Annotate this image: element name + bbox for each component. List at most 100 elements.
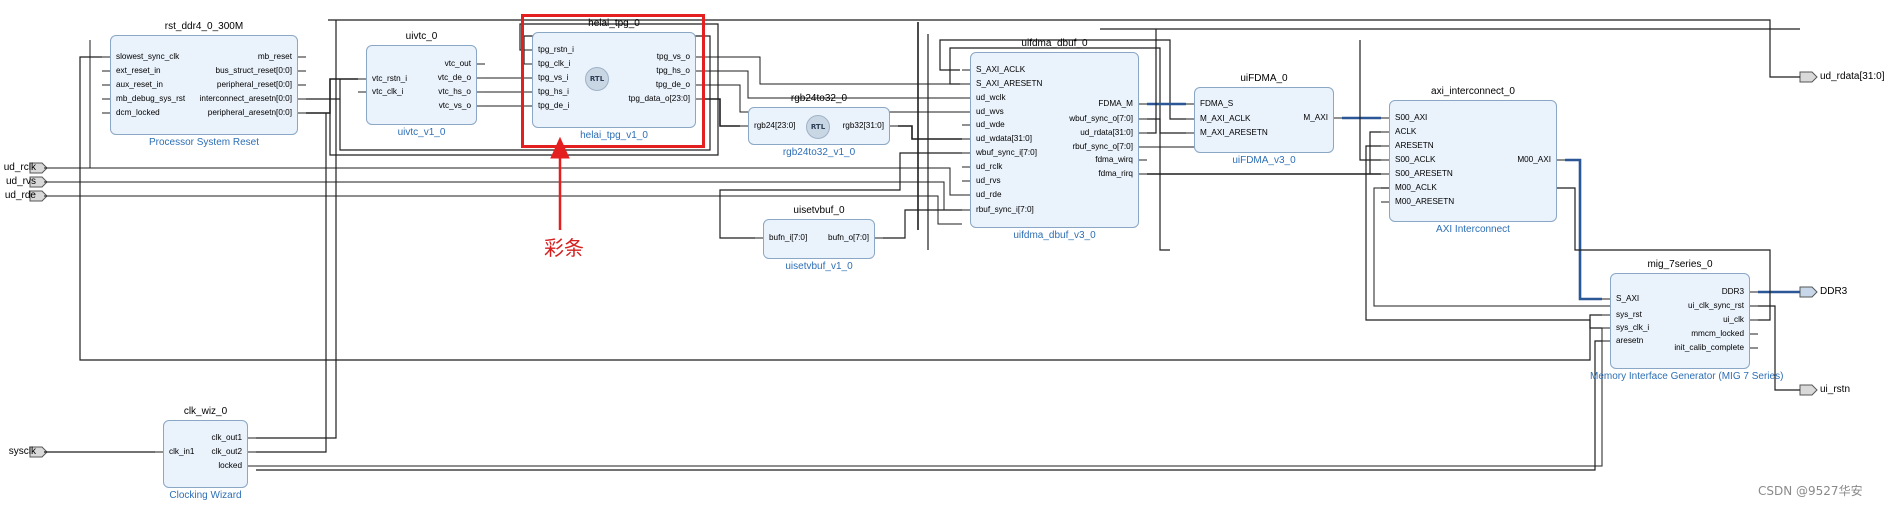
rgb-out-pin[interactable]: rgb32[31:0] [842,121,884,130]
tpg-rtl-icon: RTL [585,67,609,91]
fdma-in-pin[interactable]: M_AXI_ACLK [1200,114,1251,123]
mig-in-pin[interactable]: sys_clk_i [1616,323,1650,332]
mig-out-pin[interactable]: ui_clk_sync_rst [1688,301,1744,310]
input-port-icon[interactable] [29,162,48,174]
clk-in-pin[interactable]: clk_in1 [169,447,195,456]
uivtc-out-pin[interactable]: vtc_out [444,59,471,68]
mig-in-pin[interactable]: S_AXI [1616,294,1640,303]
mig-in-pin[interactable]: sys_rst [1616,310,1642,319]
clk-ip-type: Clocking Wizard [169,490,242,501]
output-port-icon[interactable] [1799,286,1818,298]
dbuf-in-pin[interactable]: ud_wvs [976,107,1004,116]
input-port-icon[interactable] [29,176,48,188]
uivtc-block[interactable] [366,45,477,125]
dbuf-in-pin[interactable]: ud_rde [976,190,1002,199]
axi-block[interactable] [1389,100,1557,222]
tpg-out-pin[interactable]: tpg_vs_o [656,52,690,61]
axi-out-pin[interactable]: M00_AXI [1517,155,1551,164]
tpg-in-pin[interactable]: tpg_vs_i [538,73,569,82]
dbuf-in-pin[interactable]: ud_wde [976,120,1005,129]
mig-out-pin[interactable]: mmcm_locked [1691,329,1744,338]
tpg-out-pin[interactable]: tpg_data_o[23:0] [628,94,690,103]
uise-in-pin[interactable]: bufn_i[7:0] [769,233,808,242]
fdma-in-pin[interactable]: M_AXI_ARESETN [1200,128,1268,137]
uivtc-out-pin[interactable]: vtc_de_o [437,73,471,82]
rst-out-pin[interactable]: mb_reset [257,52,292,61]
output-port-icon[interactable] [1799,71,1818,83]
axi-in-pin[interactable]: ACLK [1395,127,1417,136]
wire [883,209,962,239]
tpg-in-pin[interactable]: tpg_de_i [538,101,570,110]
wire [256,20,337,439]
rst-in-pin[interactable]: aux_reset_in [116,80,163,89]
tpg-out-pin[interactable]: tpg_de_o [655,80,690,89]
clk-instance-name: clk_wiz_0 [183,406,228,417]
clk-out-pin[interactable]: locked [218,461,242,470]
fdma-out-pin[interactable]: M_AXI [1303,113,1328,122]
dbuf-in-pin[interactable]: rbuf_sync_i[7:0] [976,205,1034,214]
wire [1758,305,1800,391]
axi-in-pin[interactable]: S00_ACLK [1395,155,1436,164]
rst-out-pin[interactable]: peripheral_aresetn[0:0] [207,108,292,117]
rst-out-pin[interactable]: peripheral_reset[0:0] [216,80,292,89]
tpg-out-pin[interactable]: tpg_hs_o [656,66,690,75]
axi-in-pin[interactable]: S00_ARESETN [1395,169,1453,178]
mig-block[interactable] [1610,273,1750,369]
fdma-in-pin[interactable]: FDMA_S [1200,99,1234,108]
wire [328,19,1800,78]
dbuf-in-pin[interactable]: ud_wclk [976,93,1006,102]
tpg-block[interactable] [532,32,696,128]
uise-out-pin[interactable]: bufn_o[7:0] [828,233,869,242]
mig-out-pin[interactable]: init_calib_complete [1674,343,1744,352]
tpg-in-pin[interactable]: tpg_hs_i [538,87,569,96]
input-port-label: ud_rde [4,190,36,201]
dbuf-in-pin[interactable]: ud_rvs [976,176,1001,185]
dbuf-block[interactable] [970,52,1139,228]
dbuf-out-pin[interactable]: rbuf_sync_o[7:0] [1072,142,1133,151]
clk-block[interactable] [163,420,248,488]
uivtc-out-pin[interactable]: vtc_vs_o [438,101,471,110]
axi-in-pin[interactable]: M00_ACLK [1395,183,1437,192]
dbuf-out-pin[interactable]: wbuf_sync_o[7:0] [1069,114,1133,123]
uivtc-in-pin[interactable]: vtc_clk_i [372,87,404,96]
fdma-block[interactable] [1194,87,1334,153]
rst-out-pin[interactable]: interconnect_aresetn[0:0] [199,94,292,103]
rst-out-pin[interactable]: bus_struct_reset[0:0] [215,66,292,75]
rst-in-pin[interactable]: mb_debug_sys_rst [116,94,186,103]
clk-out-pin[interactable]: clk_out1 [211,433,243,442]
axi-in-pin[interactable]: M00_ARESETN [1395,197,1455,206]
rst-in-pin[interactable]: dcm_locked [116,108,160,117]
clk-out-pin[interactable]: clk_out2 [211,447,243,456]
dbuf-in-pin[interactable]: S_AXI_ARESETN [976,79,1043,88]
mig-out-pin[interactable]: DDR3 [1721,287,1744,296]
tpg-in-pin[interactable]: tpg_clk_i [538,59,571,68]
dbuf-out-pin[interactable]: FDMA_M [1098,99,1133,108]
axi-in-pin[interactable]: ARESETN [1395,141,1434,150]
dbuf-out-pin[interactable]: ud_rdata[31:0] [1080,128,1133,137]
uise-block[interactable] [763,219,875,259]
output-port-icon[interactable] [1799,384,1818,396]
uivtc-out-pin[interactable]: vtc_hs_o [438,87,471,96]
uivtc-in-pin[interactable]: vtc_rstn_i [372,74,408,83]
dbuf-in-pin[interactable]: ud_rclk [976,162,1003,171]
dbuf-out-pin[interactable]: fdma_rirq [1098,169,1133,178]
mig-out-pin[interactable]: ui_clk [1723,315,1744,324]
annotation-arrowhead[interactable] [550,136,570,159]
rgb-in-pin[interactable]: rgb24[23:0] [754,121,796,130]
rgb-rtl-icon: RTL [806,115,830,139]
uise-ip-type: uisetvbuf_v1_0 [785,261,853,272]
dbuf-in-pin[interactable]: wbuf_sync_i[7:0] [976,148,1037,157]
rst-in-pin[interactable]: slowest_sync_clk [116,52,180,61]
dbuf-in-pin[interactable]: ud_wdata[31:0] [976,134,1032,143]
rst-block[interactable] [110,35,298,135]
tpg-in-pin[interactable]: tpg_rstn_i [538,45,574,54]
input-port-icon[interactable] [29,446,48,458]
axi-in-pin[interactable]: S00_AXI [1395,113,1428,122]
dbuf-in-pin[interactable]: S_AXI_ACLK [976,65,1026,74]
dbuf-out-pin[interactable]: fdma_wirq [1095,155,1133,164]
rst-in-pin[interactable]: ext_reset_in [116,66,161,75]
annotation-label: 彩条 [544,236,584,260]
mig-in-pin[interactable]: aresetn [1616,336,1644,345]
input-port-icon[interactable] [29,190,48,202]
